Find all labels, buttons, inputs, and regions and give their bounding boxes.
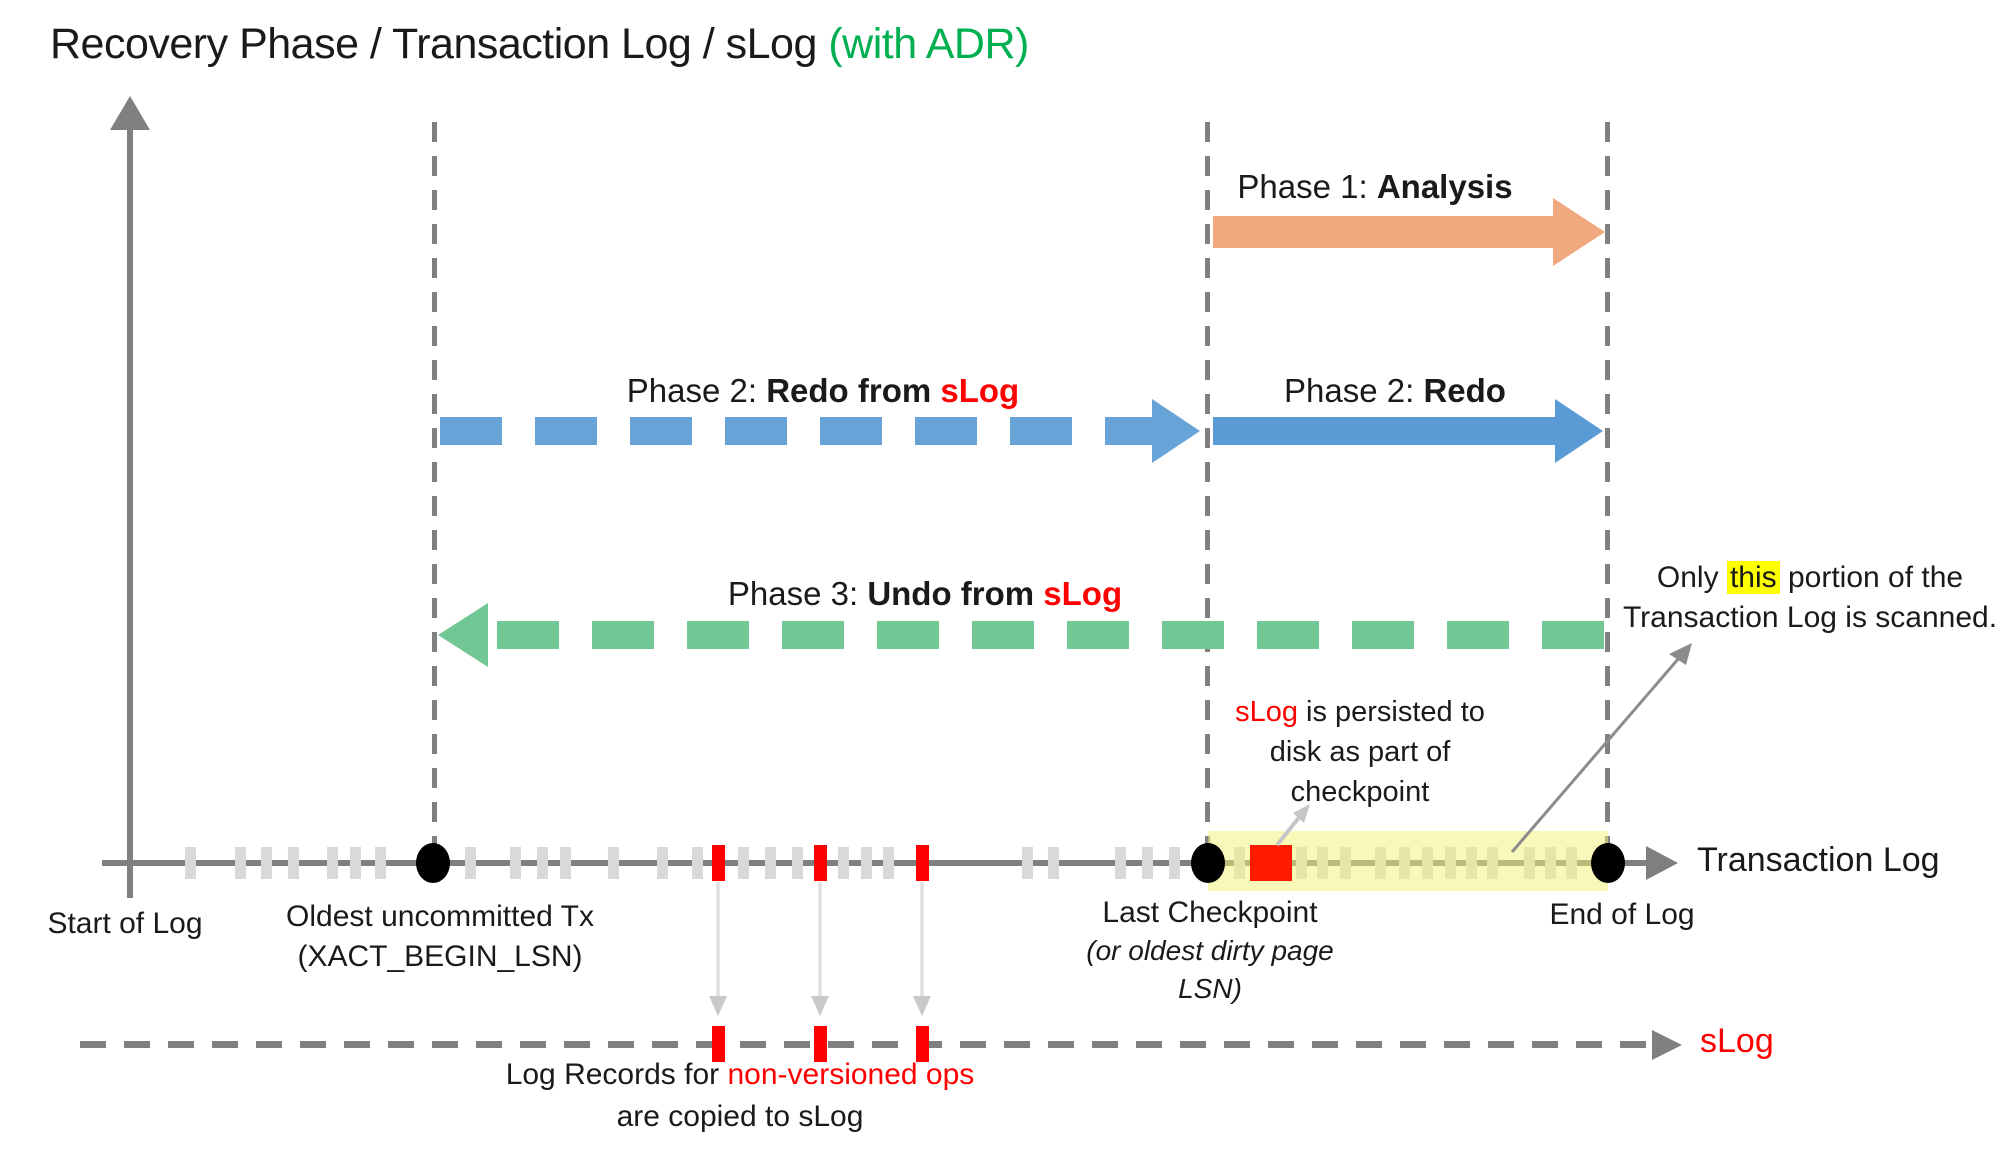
log-record-tick [765,847,776,879]
phase1-label: Phase 1: Analysis [1175,168,1575,206]
log-record-tick [261,847,272,879]
last-checkpoint-dot [1191,843,1225,883]
slog-copied-record-tick [712,1026,725,1062]
slog-copied-record-tick [814,1026,827,1062]
log-record-tick [560,847,571,879]
slog-persist-annotation: sLog is persisted to disk as part of che… [1160,692,1560,812]
log-record-tick [792,847,803,879]
phase1-analysis-arrow-shaft [1213,216,1555,248]
scan-line2: Transaction Log is scanned. [1622,601,1998,634]
phase1-label-bold: Analysis [1376,168,1513,205]
persist-line1: is persisted to [1297,696,1485,728]
page-title: Recovery Phase / Transaction Log / sLog … [50,20,1029,69]
log-record-tick [185,847,196,879]
log-record-tick [608,847,619,879]
copy-line1-pre: Log Records for [505,1058,728,1091]
phase2-redo-arrowhead-icon [1555,399,1603,463]
oldest-tx-line1: Oldest uncommitted Tx [286,900,594,933]
persisted-slog-marker [1250,845,1292,881]
title-adr-highlight: (with ADR) [828,20,1029,68]
checkpoint-line3: LSN) [1178,973,1242,1004]
phase2-redo-from-slog-arrow-shaft [440,417,1152,445]
scan-pointer-arrowhead-icon [1669,643,1692,665]
last-checkpoint-label: Last Checkpoint (or oldest dirty page LS… [1010,894,1410,1008]
log-record-tick [883,847,894,879]
copy-down-arrowhead-icon [913,996,931,1016]
log-record-tick [738,847,749,879]
nonversioned-log-record-tick [712,845,725,881]
start-of-log-label: Start of Log [47,907,203,940]
phase3-undo-arrow-shaft [490,621,1604,649]
vertical-axis-arrowhead-icon [110,96,150,130]
phase2-redo-arrow-shaft [1213,417,1555,445]
phase1-analysis-arrowhead-icon [1553,198,1605,266]
log-record-tick [350,847,361,879]
log-record-tick [235,847,246,879]
phase3-label-prefix: Phase 3: [727,575,868,612]
checkpoint-line1: Last Checkpoint [1102,896,1318,929]
log-record-tick [465,847,476,879]
log-record-tick [1022,847,1033,879]
copy-down-arrowhead-icon [709,996,727,1016]
copy-nonversioned-ops: non-versioned ops [727,1058,975,1091]
phase2a-label-slog: sLog [940,372,1020,409]
phase3-undo-arrowhead-icon [438,603,488,667]
end-of-log-guide-line [1605,122,1610,862]
phase2-redo-from-slog-arrowhead-icon [1152,399,1200,463]
scan-this-highlight: this [1726,561,1780,594]
last-checkpoint-guide-line [1205,122,1210,862]
oldest-tx-line2: (XACT_BEGIN_LSN) [297,940,583,973]
log-record-tick [1048,847,1059,879]
log-record-tick [838,847,849,879]
phase3-label-bold: Undo from [867,575,1044,612]
transaction-log-axis-label: Transaction Log [1697,841,1940,879]
oldest-uncommitted-tx-guide-line [432,122,437,862]
phase3-label-slog: sLog [1043,575,1123,612]
slog-axis-dashed-line [80,1041,1646,1048]
end-of-log-dot [1591,843,1625,883]
log-record-tick [1142,847,1153,879]
oldest-uncommitted-tx-dot [416,843,450,883]
persist-slog-word: sLog [1235,696,1298,728]
log-record-tick [375,847,386,879]
log-record-tick [1169,847,1180,879]
transaction-log-axis-line [102,860,1648,866]
phase2b-label-prefix: Phase 2: [1284,372,1424,409]
copy-to-slog-annotation: Log Records for non-versioned ops are co… [440,1054,1040,1138]
title-text: Recovery Phase / Transaction Log / sLog [50,20,817,68]
phase2b-label-bold: Redo [1423,372,1506,409]
slog-copied-record-tick [916,1026,929,1062]
persist-line2: disk as part of [1269,736,1451,768]
log-record-tick [327,847,338,879]
log-record-tick [861,847,872,879]
slog-axis-label: sLog [1700,1022,1774,1060]
persist-line3: checkpoint [1290,776,1430,808]
phase2a-label-prefix: Phase 2: [626,372,767,409]
transaction-log-arrowhead-icon [1646,846,1678,880]
copy-line2: are copied to sLog [616,1100,864,1133]
checkpoint-line2: (or oldest dirty page [1086,935,1334,966]
phase2-redo-label: Phase 2: Redo [1195,372,1595,410]
nonversioned-log-record-tick [814,845,827,881]
nonversioned-log-record-tick [916,845,929,881]
log-record-tick [657,847,668,879]
end-of-log-label: End of Log [1549,898,1695,931]
scan-line1-pre: Only [1656,561,1727,594]
log-record-tick [537,847,548,879]
phase3-undo-label: Phase 3: Undo from sLog [625,575,1225,613]
phase2-redo-from-slog-label: Phase 2: Redo from sLog [523,372,1123,410]
oldest-uncommitted-tx-label: Oldest uncommitted Tx (XACT_BEGIN_LSN) [240,897,640,977]
log-record-tick [510,847,521,879]
slog-arrowhead-icon [1652,1030,1682,1060]
log-record-tick [288,847,299,879]
phase1-label-prefix: Phase 1: [1237,168,1377,205]
log-record-tick [692,847,703,879]
log-record-tick [1115,847,1126,879]
vertical-axis-line [127,126,133,898]
copy-down-arrowhead-icon [811,996,829,1016]
scanned-portion-annotation: Only this portion of the Transaction Log… [1610,558,2001,638]
scan-line1-post: portion of the [1779,561,1964,594]
copy-down-arrows [709,882,931,1016]
phase2a-label-bold: Redo from [766,372,941,409]
